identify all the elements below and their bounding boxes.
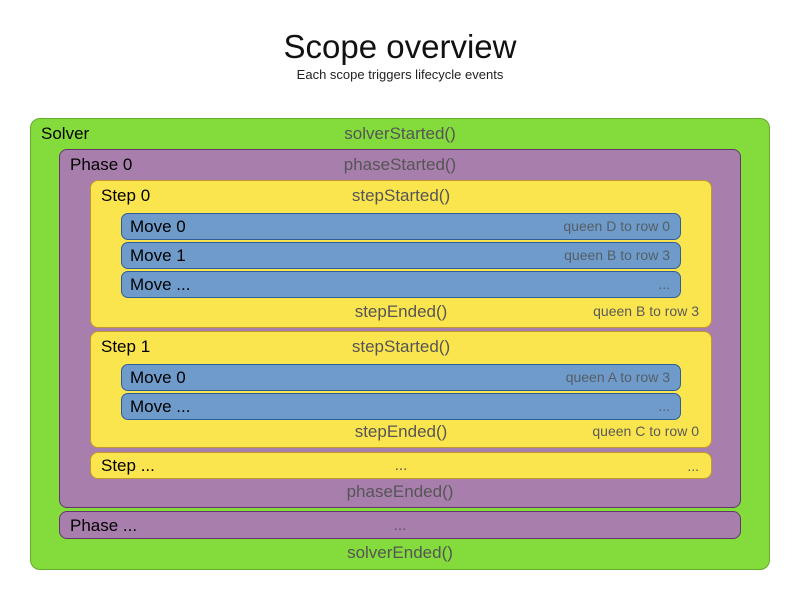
step-more-scope-box: Step ... ... ...: [90, 452, 712, 479]
solver-label: Solver: [41, 124, 90, 143]
step-0-scope-box: Step 0 stepStarted() Move 0 queen D to r…: [90, 180, 712, 328]
step-0-ended-note: queen B to row 3: [593, 303, 699, 319]
move-box: Move 0 queen D to row 0: [121, 213, 681, 240]
solver-started-event: solverStarted(): [344, 124, 456, 143]
move-box: Move ... ...: [121, 393, 681, 420]
phase-more-label: Phase ...: [70, 516, 138, 535]
move-note: ...: [658, 276, 670, 292]
solver-header: Solver solverStarted(): [31, 119, 769, 149]
page-subtitle: Each scope triggers lifecycle events: [296, 67, 504, 82]
move-note: queen D to row 0: [563, 218, 670, 234]
phase-0-started-event: phaseStarted(): [343, 155, 457, 174]
solver-scope-box: Solver solverStarted() Phase 0 phaseStar…: [30, 118, 770, 570]
phase-0-ended-event: phaseEnded(): [346, 482, 454, 501]
move-box: Move 1 queen B to row 3: [121, 242, 681, 269]
solver-ended-event: solverEnded(): [347, 543, 453, 562]
step-0-started-event: stepStarted(): [351, 186, 451, 205]
phase-more-center-ellipsis: ...: [393, 517, 407, 534]
step-1-started-event: stepStarted(): [351, 337, 451, 356]
step-0-ended-event: stepEnded(): [354, 302, 448, 321]
step-1-ended-note: queen C to row 0: [592, 423, 699, 439]
solver-footer: solverEnded(): [31, 537, 769, 569]
move-label: Move 0: [130, 217, 186, 236]
phase-0-footer: phaseEnded(): [60, 477, 740, 507]
page-title: Scope overview: [283, 28, 517, 65]
phase-0-header: Phase 0 phaseStarted(): [60, 150, 740, 180]
move-box: Move 0 queen A to row 3: [121, 364, 681, 391]
step-0-header: Step 0 stepStarted(): [91, 181, 711, 211]
phase-0-scope-box: Phase 0 phaseStarted() Step 0 stepStarte…: [59, 149, 741, 508]
move-label: Move 1: [130, 246, 186, 265]
step-1-scope-box: Step 1 stepStarted() Move 0 queen A to r…: [90, 331, 712, 448]
step-more-label: Step ...: [101, 456, 155, 475]
move-label: Move ...: [130, 275, 191, 294]
step-1-moves: Move 0 queen A to row 3 Move ... ...: [121, 364, 681, 422]
move-label: Move ...: [130, 397, 191, 416]
phase-more-scope-box: Phase ... ...: [59, 511, 741, 539]
step-1-footer: stepEnded() queen C to row 0: [91, 416, 711, 447]
move-label: Move 0: [130, 368, 186, 387]
move-note: ...: [658, 398, 670, 414]
step-more-center-ellipsis: ...: [394, 457, 408, 474]
step-0-moves: Move 0 queen D to row 0 Move 1 queen B t…: [121, 213, 681, 300]
step-0-label: Step 0: [101, 186, 151, 205]
step-0-footer: stepEnded() queen B to row 3: [91, 296, 711, 327]
move-note: queen A to row 3: [565, 369, 670, 385]
move-note: queen B to row 3: [564, 247, 670, 263]
step-1-label: Step 1: [101, 337, 151, 356]
move-box: Move ... ...: [121, 271, 681, 298]
step-more-right-ellipsis: ...: [687, 458, 699, 474]
step-1-header: Step 1 stepStarted(): [91, 332, 711, 362]
phase-0-label: Phase 0: [70, 155, 133, 174]
step-1-ended-event: stepEnded(): [354, 422, 448, 441]
